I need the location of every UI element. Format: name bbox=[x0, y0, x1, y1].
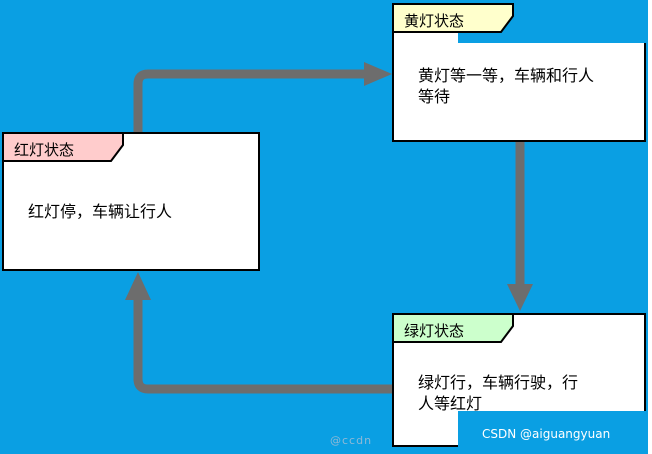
right-margin bbox=[648, 0, 652, 454]
arrow-red-to-yellow bbox=[133, 69, 366, 132]
csdn-watermark: CSDN @aiguangyuan bbox=[482, 427, 611, 441]
green-state-tab bbox=[392, 313, 514, 343]
yellow-state-tab-front bbox=[392, 3, 514, 33]
yellow-light-state: 黄灯状态 黄灯等一等，车辆和行人 等待 bbox=[392, 3, 648, 142]
green-state-text-line2: 人等红灯 bbox=[418, 394, 483, 413]
red-light-state: 红灯状态 红灯停，车辆让行人 bbox=[2, 132, 260, 271]
yellow-state-text-line2: 等待 bbox=[418, 87, 451, 106]
red-state-title: 红灯状态 bbox=[14, 141, 75, 159]
green-state-text-line1: 绿灯行，车辆行驶，行 bbox=[418, 373, 579, 392]
green-state-overlay bbox=[458, 411, 648, 447]
yellow-state-title: 黄灯状态 bbox=[404, 12, 465, 30]
yellow-state-text-line1: 黄灯等一等，车辆和行人 bbox=[418, 66, 595, 85]
green-state-title: 绿灯状态 bbox=[404, 322, 465, 340]
watermark-fragment: @ccdn bbox=[330, 434, 373, 447]
arrow-red-to-yellow-head bbox=[364, 62, 392, 86]
red-state-tab bbox=[2, 132, 124, 162]
red-state-text: 红灯停，车辆让行人 bbox=[28, 202, 173, 221]
arrow-green-to-red-head bbox=[125, 272, 151, 300]
arrow-yellow-to-green-head bbox=[507, 284, 533, 311]
green-light-state: 绿灯状态 绿灯行，车辆行驶，行 人等红灯 bbox=[392, 313, 648, 447]
arrow-green-to-red bbox=[133, 298, 392, 394]
